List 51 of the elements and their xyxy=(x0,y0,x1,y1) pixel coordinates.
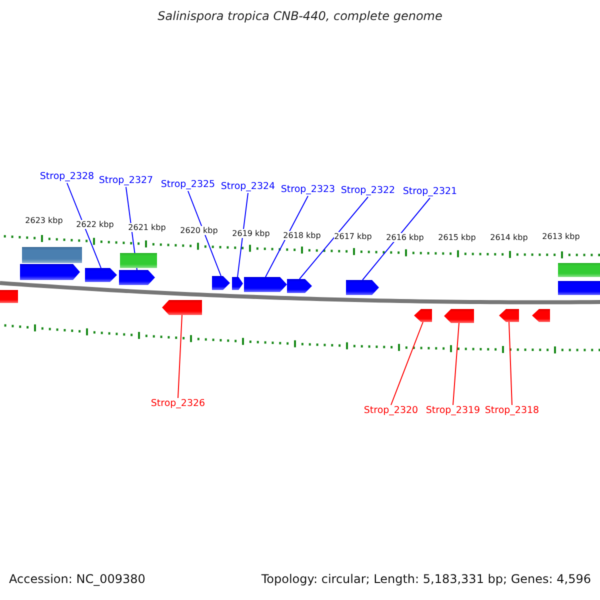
gene-feature xyxy=(20,264,80,280)
scale-label: 2617 kbp xyxy=(334,232,372,241)
gene-feature xyxy=(287,279,312,293)
gene-label: Strop_2328 xyxy=(40,171,94,183)
gene-bar xyxy=(22,247,82,263)
gene-label: Strop_2322 xyxy=(340,185,396,197)
gene-bar xyxy=(558,263,600,277)
leader-line xyxy=(390,322,424,406)
title: Salinispora tropica CNB-440, complete genome xyxy=(156,10,444,22)
scale-label: 2623 kbp xyxy=(25,216,63,225)
gene-feature xyxy=(444,309,474,323)
scale-label: 2619 kbp xyxy=(232,229,270,238)
scale-label: 2620 kbp xyxy=(180,226,218,235)
gene-label: Strop_2323 xyxy=(280,184,336,196)
gene-label: Strop_2319 xyxy=(426,405,480,417)
leader-line xyxy=(452,322,460,406)
gene-feature xyxy=(346,280,379,295)
gene-label: Strop_2318 xyxy=(484,405,540,417)
leader-line xyxy=(178,314,182,398)
scale-label: 2618 kbp xyxy=(283,231,321,240)
gene-feature xyxy=(414,309,432,322)
gene-feature xyxy=(119,270,155,285)
gene-label: Strop_2326 xyxy=(150,398,206,410)
gene-label: Strop_2324 xyxy=(220,181,276,193)
gene-bar xyxy=(0,290,18,303)
gene-feature xyxy=(85,268,117,282)
footer-text: Topology: circular; Length: 5,183,331 bp; Genes: 4,596 xyxy=(261,575,591,584)
leader-line xyxy=(188,190,222,276)
leader-line xyxy=(237,192,248,278)
leader-line xyxy=(265,196,308,278)
scale-label: 2616 kbp xyxy=(386,233,424,242)
leader-line xyxy=(299,196,368,280)
leader-line xyxy=(508,322,512,406)
scale-label: 2621 kbp xyxy=(128,223,166,232)
gene-bar xyxy=(558,281,600,295)
gene-feature xyxy=(499,309,519,322)
leader-line xyxy=(66,182,102,268)
scale-label: 2615 kbp xyxy=(438,233,476,242)
gene-label: Strop_2321 xyxy=(402,186,458,198)
footer-text: Accession: NC_009380 xyxy=(9,575,146,584)
gene-feature xyxy=(212,276,230,290)
gene-label: Strop_2327 xyxy=(98,175,154,187)
gene-label: Strop_2320 xyxy=(364,405,418,417)
gene-feature xyxy=(162,300,202,315)
scale-label: 2614 kbp xyxy=(490,233,528,242)
scale-label: 2622 kbp xyxy=(76,220,114,229)
gene-feature xyxy=(532,309,550,322)
scale-label: 2613 kbp xyxy=(542,232,580,241)
leader-line xyxy=(362,198,430,280)
gene-bar xyxy=(120,253,157,268)
gene-label: Strop_2325 xyxy=(160,179,216,191)
